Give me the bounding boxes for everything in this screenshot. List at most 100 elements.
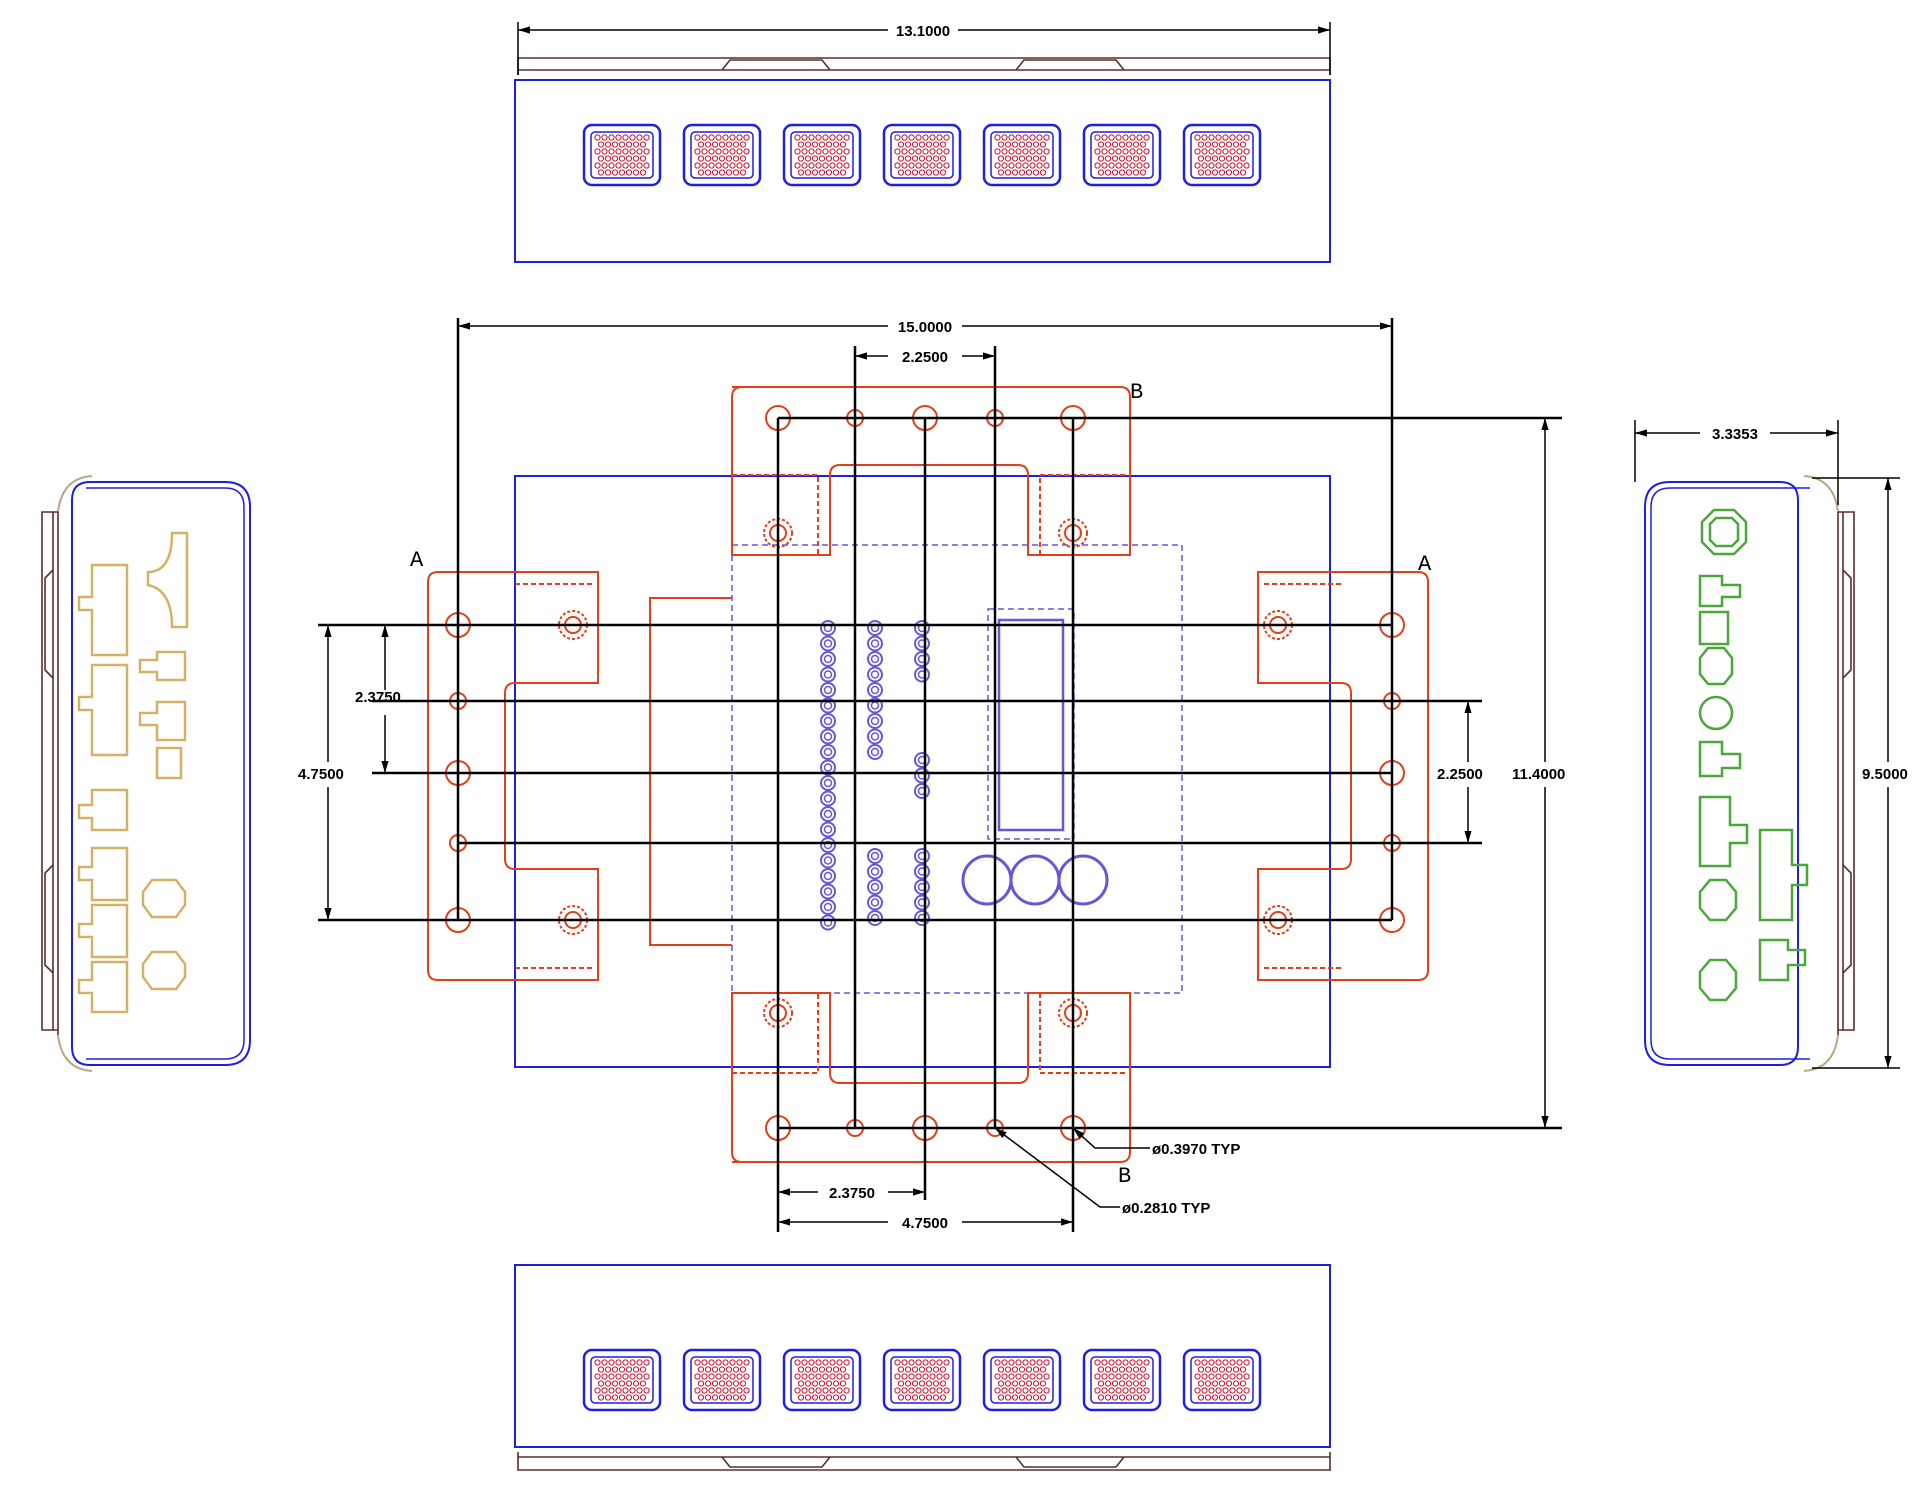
section-label-b-bottom: B — [1118, 1164, 1131, 1189]
connector-pin — [939, 141, 947, 148]
connector-pin — [739, 169, 747, 176]
connector-pin — [818, 1366, 826, 1373]
left-view-curve-bottom — [57, 1034, 93, 1072]
connector-pin — [1194, 148, 1201, 155]
connector-pin — [1232, 155, 1240, 162]
connector-pin — [608, 1373, 615, 1380]
right-view-curve-top — [1803, 475, 1839, 513]
connector-pin — [822, 148, 829, 155]
connector-pin — [1001, 148, 1008, 155]
connector-pin — [1208, 162, 1215, 169]
connector-pin — [929, 162, 936, 169]
connector-pin — [1008, 1359, 1015, 1366]
connector-pin — [994, 134, 1001, 141]
connector-pin — [1139, 141, 1147, 148]
connector-pin — [639, 1380, 647, 1387]
connector-pin — [725, 141, 733, 148]
connector-pin — [1136, 1387, 1143, 1394]
connector-pin — [1211, 141, 1219, 148]
connector-pin — [601, 1373, 608, 1380]
connector-pin — [1025, 169, 1033, 176]
connector-pin — [697, 1394, 705, 1401]
connector-pin — [894, 1359, 901, 1366]
connector-pin — [915, 1373, 922, 1380]
connector-pin — [904, 169, 912, 176]
connector-pin — [829, 1359, 836, 1366]
connector-pin — [1236, 134, 1243, 141]
connector-pin — [701, 1359, 708, 1366]
header-pin — [820, 790, 836, 807]
connector-pin — [839, 1394, 847, 1401]
connector-pin — [715, 148, 722, 155]
connector-pin — [639, 155, 647, 162]
connector-pin — [911, 141, 919, 148]
connector-pin — [911, 1366, 919, 1373]
header-pin — [867, 910, 883, 926]
connector-pin — [694, 1373, 701, 1380]
connector-pin — [1039, 169, 1047, 176]
connector-pin — [832, 1366, 840, 1373]
connector-pin — [943, 1387, 950, 1394]
connector-pin — [1029, 1359, 1036, 1366]
connector-pin — [1004, 1380, 1012, 1387]
right-view-cover — [1837, 511, 1855, 1035]
connector — [882, 123, 962, 187]
connector — [682, 1348, 762, 1412]
connector-pin — [732, 169, 740, 176]
connector-pin — [1001, 162, 1008, 169]
bottom-view — [514, 1264, 1331, 1471]
connector-pin — [1118, 1394, 1126, 1401]
connector-pin — [1125, 1380, 1133, 1387]
header-pin — [820, 852, 836, 869]
connector-pin — [743, 148, 750, 155]
connector-pin — [718, 141, 726, 148]
connector-pin — [1239, 1394, 1247, 1401]
connector-pin — [897, 1366, 905, 1373]
pin-column — [867, 620, 883, 760]
connector-pin — [725, 155, 733, 162]
connector-pin — [1125, 141, 1133, 148]
connector-pin — [1132, 141, 1140, 148]
connector-pin — [1111, 169, 1119, 176]
connector-pin — [704, 1394, 712, 1401]
connector-pin — [1129, 162, 1136, 169]
connector-pin — [632, 169, 640, 176]
top-view-body — [514, 79, 1331, 263]
connector-pin — [1225, 169, 1233, 176]
connector-pin — [1101, 1387, 1108, 1394]
connector-pin — [715, 1359, 722, 1366]
connector-pin — [594, 162, 601, 169]
connector-pin — [1204, 155, 1212, 162]
connector-pin — [997, 169, 1005, 176]
connector-pin — [915, 1387, 922, 1394]
connector-pin — [1129, 1359, 1136, 1366]
connector-pin — [636, 1387, 643, 1394]
connector-pin — [843, 1373, 850, 1380]
connector-pin — [932, 141, 940, 148]
connector-pin — [1094, 1373, 1101, 1380]
connector-pin — [936, 1373, 943, 1380]
connector-pin — [1125, 155, 1133, 162]
connector-pin — [1097, 1366, 1105, 1373]
connector-pin — [901, 162, 908, 169]
connector-pin — [629, 162, 636, 169]
header-pin — [820, 697, 836, 714]
section-label-b-top: B — [1130, 380, 1143, 405]
connector-pin — [1243, 1387, 1250, 1394]
connector-pin — [604, 141, 612, 148]
connector-pin — [1122, 1387, 1129, 1394]
connector-pin — [1215, 1373, 1222, 1380]
connector-pin — [925, 1366, 933, 1373]
connector-pin — [711, 1394, 719, 1401]
connector-pin — [1018, 141, 1026, 148]
header-pin — [914, 848, 930, 864]
connector-pin — [839, 169, 847, 176]
header-pin — [914, 752, 930, 768]
bottom-connector-row — [582, 1348, 1262, 1412]
connector-pin — [1043, 1387, 1050, 1394]
connector-pin — [1211, 169, 1219, 176]
right-side-view — [1644, 475, 1855, 1072]
connector-pin — [708, 1359, 715, 1366]
connector-pin — [1236, 162, 1243, 169]
connector-pin — [604, 169, 612, 176]
